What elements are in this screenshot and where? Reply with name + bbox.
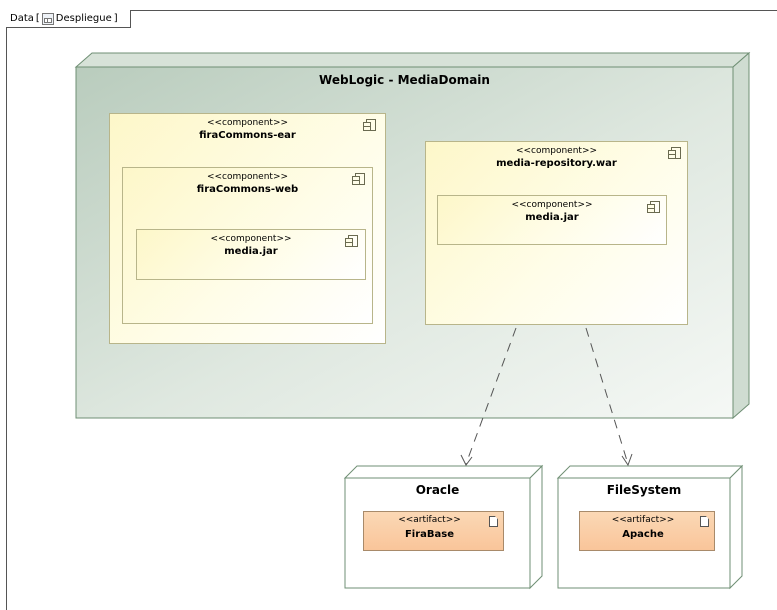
document-icon <box>489 516 498 527</box>
node-oracle-title: Oracle <box>415 483 460 497</box>
stereotype-label: <<component>> <box>206 118 289 128</box>
component-icon <box>345 235 358 247</box>
component-name: firaCommons-ear <box>199 130 296 141</box>
component-icon <box>668 147 681 159</box>
frame-kind: Data <box>10 13 34 24</box>
document-icon <box>700 516 709 527</box>
dependency-filesystem[interactable] <box>585 327 633 467</box>
component-name: media.jar <box>224 246 278 257</box>
component-icon <box>647 201 660 213</box>
component-name: media.jar <box>525 212 579 223</box>
artifact-name: FiraBase <box>404 529 455 540</box>
component-name: media-repository.war <box>496 158 617 169</box>
frame-tab: Data[ Despliegue] <box>6 10 131 28</box>
diagram-icon <box>41 12 54 25</box>
diagram-frame <box>6 10 777 610</box>
stereotype-label: <<component>> <box>210 234 292 244</box>
stereotype-label: <<component>> <box>206 172 289 182</box>
stereotype-label: <<artifact>> <box>398 515 461 525</box>
dependency-oracle[interactable] <box>460 327 517 466</box>
component-media-jar[interactable] <box>437 195 667 245</box>
node-filesystem-title: FileSystem <box>606 483 682 497</box>
node-weblogic-title: WebLogic - MediaDomain <box>319 73 490 87</box>
stereotype-label: <<artifact>> <box>611 515 675 525</box>
component-name: firaCommons-web <box>196 184 299 195</box>
frame-name: Despliegue <box>55 13 112 24</box>
stereotype-label: <<component>> <box>515 146 598 156</box>
component-icon <box>363 119 376 131</box>
artifact-firabase[interactable] <box>363 511 504 551</box>
artifact-name: Apache <box>622 529 664 540</box>
stereotype-label: <<component>> <box>511 200 593 210</box>
component-icon <box>352 173 365 185</box>
component-media-jar[interactable] <box>136 229 366 280</box>
artifact-apache[interactable] <box>579 511 715 551</box>
